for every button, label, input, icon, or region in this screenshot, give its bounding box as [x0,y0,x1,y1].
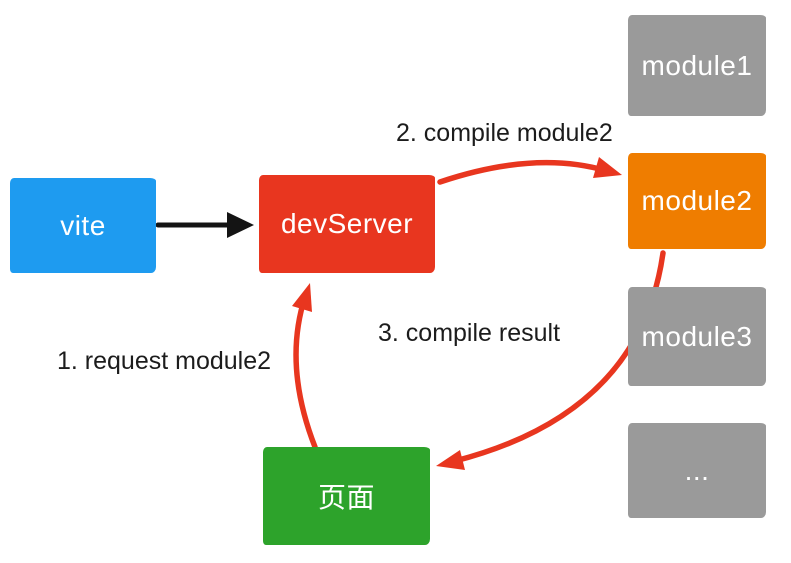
arrow-vite-to-devserver [155,212,254,238]
arrow-devserver-to-module2-line [437,159,610,185]
edge-label-step1: 1. request module2 [57,347,272,375]
node-vite-label: vite [60,209,106,241]
arrowhead-icon [227,212,254,238]
arrowhead-icon [292,283,312,312]
node-devserver: devServer [259,175,435,273]
node-page-label: 页面 [317,482,375,513]
node-module3-label: module3 [641,320,753,352]
edge-label-step2: 2. compile module2 [396,119,613,147]
node-vite: vite [10,178,156,273]
node-module2-label: module2 [641,185,753,216]
node-devserver-label: devServer [280,208,414,239]
node-module2: module2 [628,153,766,249]
edge-label-step3: 3. compile result [378,319,561,347]
node-page: 页面 [263,447,430,545]
node-module1: module1 [628,15,766,116]
node-module1-label: module1 [641,49,753,81]
node-module-more: ... [628,423,766,518]
arrowhead-icon [593,157,622,178]
arrowhead-icon [436,450,465,470]
arrow-page-to-devserver [292,283,318,450]
node-module-more-label: ... [684,454,710,486]
arrow-devserver-to-module2 [437,157,622,185]
node-module3: module3 [628,287,766,386]
arrow-page-to-devserver-line [293,294,318,450]
